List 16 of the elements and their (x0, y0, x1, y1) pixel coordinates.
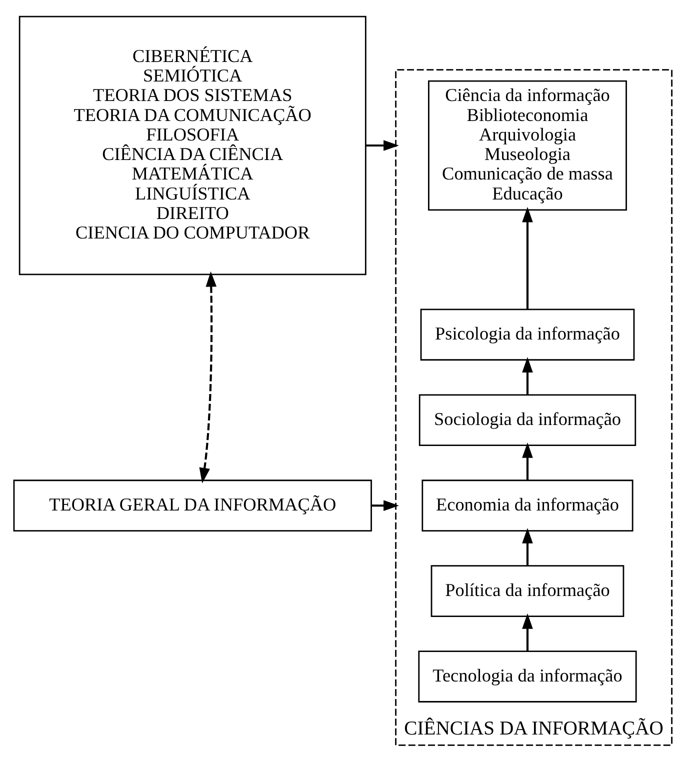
node-box: Economia da informação (422, 480, 634, 532)
node-box: Psicologia da informação (420, 308, 635, 361)
arrow (372, 500, 399, 511)
arrow (522, 528, 533, 566)
node-box: Política da informação (430, 565, 624, 617)
arrow (366, 140, 399, 151)
node-box: CIBERNÉTICA SEMIÓTICA TEORIA DOS SISTEMAS TEORIA DA COMUNICAÇÃO FILOSOFIA CIÊNCIA DA CIÊNCIA MATEMÁTICA LINGUÍSTICA DIREITO CIENCIA DO COMPUTADOR (18, 16, 366, 276)
node-box: Sociologia da informação (418, 394, 636, 446)
arrow (522, 613, 533, 652)
node-box: Ciência da informação Biblioteconomia Arquivologia Museologia Comunicação de massa Educação (428, 80, 627, 211)
node-box: TEORIA GERAL DA INFORMAÇÃO (13, 480, 372, 532)
arrow (522, 442, 533, 480)
arrow (199, 271, 217, 484)
node-box: Tecnologia da informação (418, 650, 637, 702)
arrow (522, 206, 533, 310)
arrow (522, 357, 533, 395)
